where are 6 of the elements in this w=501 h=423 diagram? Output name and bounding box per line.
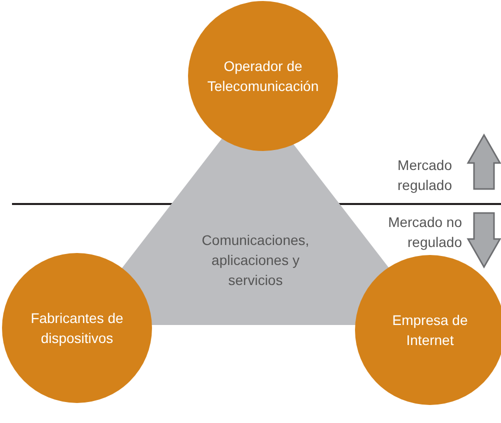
market-label: Mercado no regulado — [387, 213, 462, 252]
circle-label: Empresa de Internet — [391, 311, 469, 350]
triangle-label: Comunicaciones, aplicaciones y servicios — [200, 231, 310, 290]
circle-label: Operador de Telecomunicación — [206, 57, 320, 96]
circle-label: Fabricantes de dispositivos — [30, 309, 124, 348]
market-label: Mercado regulado — [396, 156, 452, 195]
